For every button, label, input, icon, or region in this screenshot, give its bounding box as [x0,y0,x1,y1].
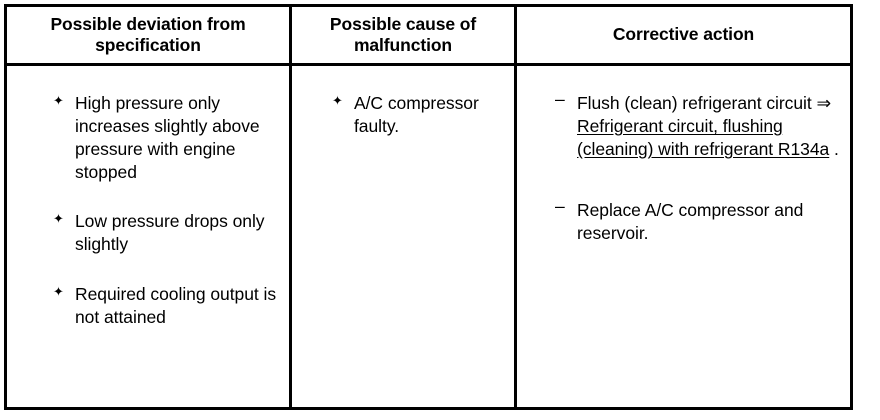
diamond-bullet-icon: ✦ [332,93,343,108]
table-body-row: ✦ High pressure only increases slightly … [7,66,850,407]
list-item-text: High pressure only increases slightly ab… [75,93,260,183]
list-item: ✦ Required cooling output is not attaine… [53,283,279,329]
list-item-text: Replace A/C compressor and reservoir. [577,200,804,244]
corrective-action-tail-text: . [829,139,839,160]
double-arrow-icon: ⇒ [816,93,832,113]
list-item: ✦ A/C compressor faulty. [332,92,504,138]
list-item-text: Low pressure drops only slightly [75,211,265,255]
list-item: ✦ Low pressure drops only slightly [53,210,279,256]
cell-corrective-action: – Flush (clean) refrigerant circuit ⇒ Re… [517,66,850,407]
list-item: – Flush (clean) refrigerant circuit ⇒ Re… [555,89,840,161]
list-item: ✦ High pressure only increases slightly … [53,92,279,184]
cell-possible-deviation: ✦ High pressure only increases slightly … [7,66,292,407]
list-item-text: A/C compressor faulty. [354,93,479,137]
column-header-corrective-action: Corrective action [612,24,755,45]
column-header-possible-deviation: Possible deviation from specification [7,7,292,63]
dash-bullet-icon: – [555,196,565,217]
cell-possible-cause: ✦ A/C compressor faulty. [292,66,517,407]
diamond-bullet-icon: ✦ [53,93,64,108]
troubleshooting-table: Possible deviation from specification Po… [4,4,853,410]
column-header-possible-cause: Possible cause of malfunction [292,7,517,63]
dash-bullet-icon: – [555,89,565,109]
list-item-text: Required cooling output is not attained [75,283,277,327]
table-header-row: Possible deviation from specification Po… [7,7,850,66]
diamond-bullet-icon: ✦ [53,211,64,227]
list-item-text: Flush (clean) refrigerant circuit ⇒ Refr… [577,92,840,161]
list-item: – Replace A/C compressor and reservoir. [555,196,840,245]
cross-reference-link[interactable]: Refrigerant circuit, flushing (cleaning)… [577,116,830,160]
corrective-action-lead-text: Flush (clean) refrigerant circuit [577,93,817,113]
diamond-bullet-icon: ✦ [53,283,64,299]
